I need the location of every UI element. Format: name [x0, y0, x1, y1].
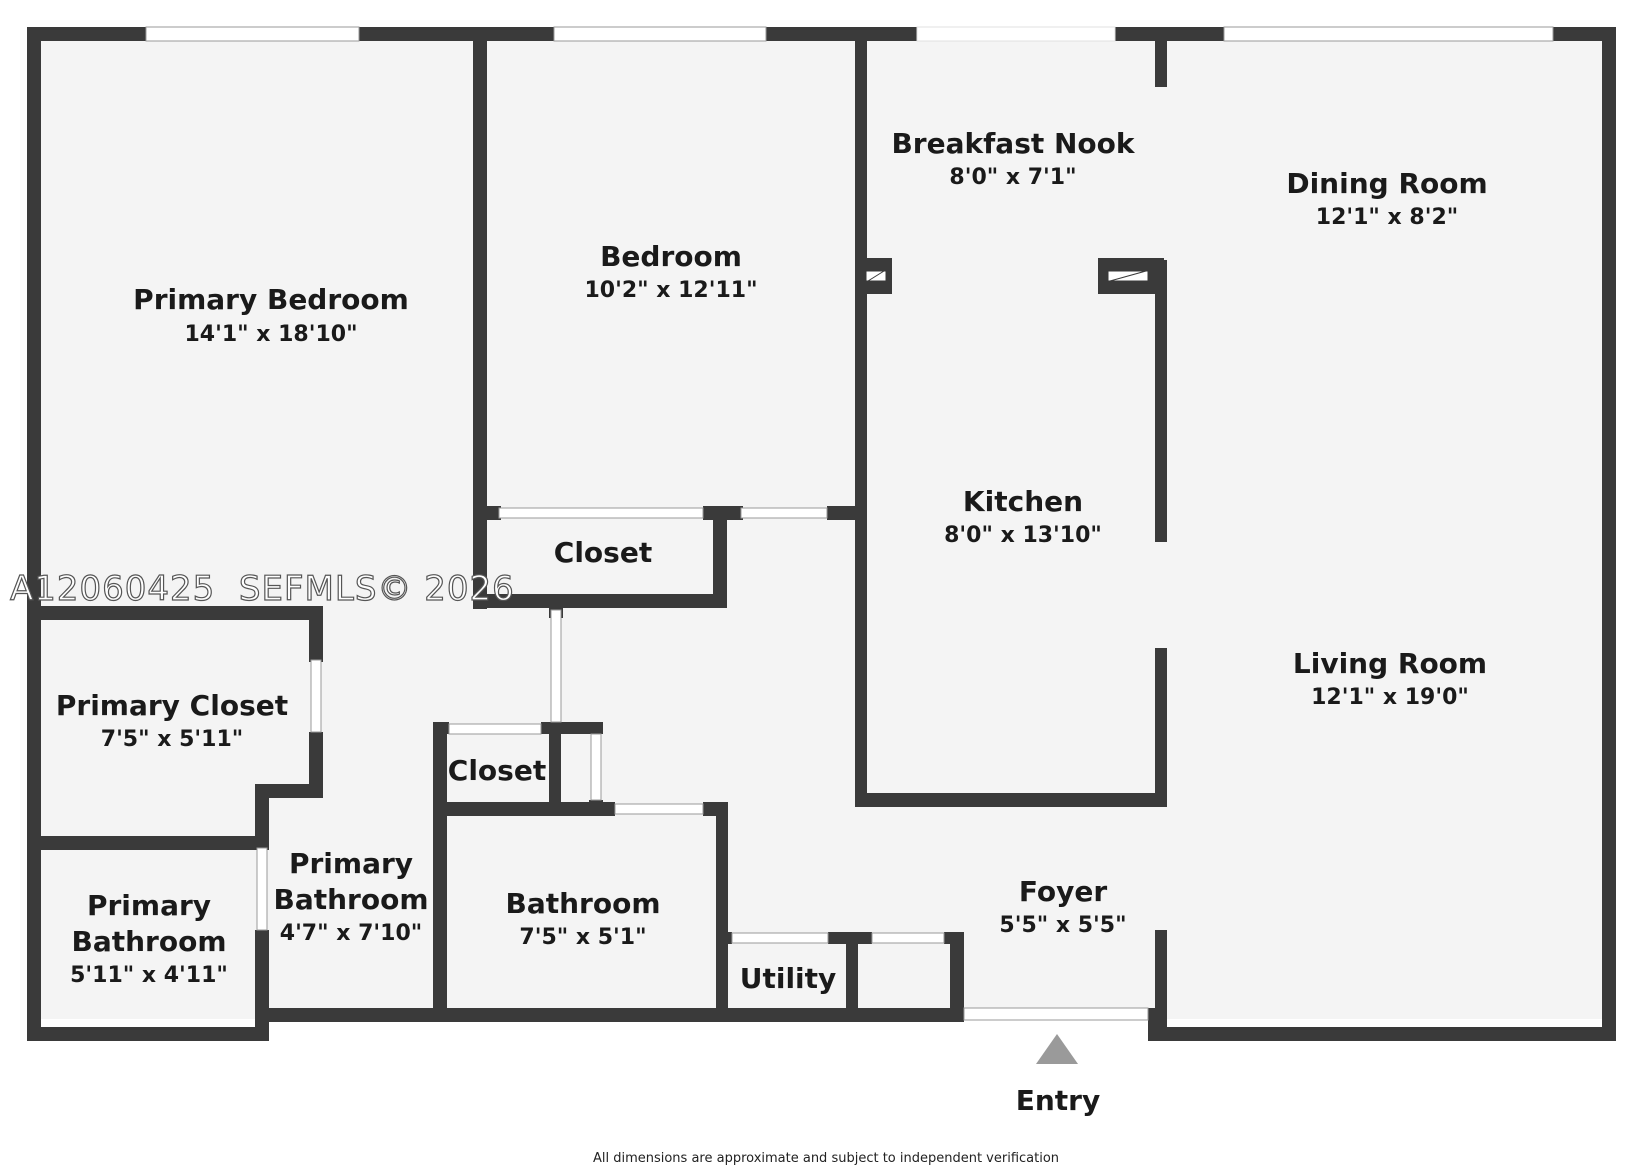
wall-cl-top-a [433, 722, 449, 734]
room-dims-bathroom: 7'5" x 5'1" [519, 925, 646, 950]
room-dims-living-room: 12'1" x 19'0" [1311, 685, 1469, 710]
room-name-breakfast-nook: Breakfast Nook [891, 127, 1135, 160]
wall-ut-top-a [716, 932, 732, 944]
wall-right [1602, 27, 1616, 1041]
wall-foyer-right [1155, 930, 1167, 1041]
wall-pc-top [27, 606, 323, 620]
room-name-primary-bathroom-a-line2: Bathroom [273, 883, 428, 916]
wall-pba-left [255, 930, 269, 1041]
wall-closet-right [713, 506, 727, 606]
room-labels: Primary Bedroom 14'1" x 18'10" Bedroom 1… [56, 127, 1488, 995]
column-right-hatch-line [1109, 270, 1147, 282]
wall-kitchen-right-b [1155, 648, 1167, 807]
wall-top [27, 27, 1616, 41]
room-dims-primary-bathroom-b: 5'11" x 4'11" [70, 963, 228, 988]
closet-floor [490, 512, 718, 598]
room-name-closet-lower: Closet [448, 754, 546, 787]
wall-pc-right-b [309, 732, 323, 798]
wall-bottom-mid [262, 1008, 964, 1022]
wall-closet-bottom [473, 594, 727, 608]
wall-pb-bed [473, 27, 487, 609]
window-bedroom [553, 26, 767, 42]
room-name-primary-bathroom-a-line1: Primary [289, 847, 413, 880]
room-name-primary-bathroom-b-line2: Bathroom [71, 925, 226, 958]
door-primary-bath [256, 847, 268, 931]
entry-label: Entry [1016, 1084, 1101, 1117]
wall-pc-step [255, 784, 323, 798]
door-bathroom [614, 803, 704, 815]
room-name-bedroom: Bedroom [600, 240, 742, 273]
room-dims-primary-bathroom-a: 4'7" x 7'10" [280, 921, 422, 946]
wall-cl-right [549, 722, 561, 814]
door-utility-b [871, 932, 945, 944]
wall-left [27, 27, 41, 1041]
wall-bed-bottom-a [473, 506, 501, 520]
door-primary-closet [310, 659, 322, 733]
wall-kitchen-right-a [1155, 260, 1167, 542]
column-left-hatch-line [867, 270, 885, 282]
windows [145, 26, 1554, 1021]
wall-bath-right [716, 802, 728, 1022]
door-closet-lower-side [590, 733, 602, 801]
room-dims-bedroom: 10'2" x 12'11" [584, 278, 757, 303]
wall-bed-nook [855, 27, 867, 805]
room-name-primary-bedroom: Primary Bedroom [133, 283, 409, 316]
room-name-utility: Utility [740, 962, 837, 995]
room-dims-primary-closet: 7'5" x 5'11" [101, 727, 243, 752]
door-closet-upper-a [498, 507, 704, 519]
wall-nook-stub [1155, 27, 1167, 87]
room-name-living-room: Living Room [1293, 647, 1487, 680]
window-primary-bedroom [145, 26, 360, 42]
wall-cl-stub [589, 722, 603, 734]
room-name-primary-bathroom-b-line1: Primary [87, 889, 211, 922]
floor-area [34, 34, 1608, 1019]
room-dims-kitchen: 8'0" x 13'10" [944, 523, 1102, 548]
room-name-closet-upper: Closet [554, 536, 652, 569]
wall-bottom-right [1158, 1027, 1616, 1041]
room-name-foyer: Foyer [1019, 875, 1107, 908]
disclaimer: All dimensions are approximate and subje… [593, 1151, 1059, 1166]
wall-bath-top-a [433, 802, 615, 816]
wall-bed-bottom-c [827, 506, 867, 520]
room-name-primary-closet: Primary Closet [56, 689, 288, 722]
room-dims-breakfast-nook: 8'0" x 7'1" [949, 165, 1076, 190]
window-dining [1223, 26, 1554, 42]
window-nook [916, 26, 1116, 42]
door-hall-closet [550, 609, 562, 723]
room-dims-dining-room: 12'1" x 8'2" [1316, 205, 1458, 230]
wall-ut-mid [846, 932, 858, 1022]
walls [27, 27, 1616, 1041]
wall-cl-left [433, 722, 447, 1022]
watermark: A12060425 SEFMLS© 2026 [10, 569, 515, 609]
door-closet-upper-b [740, 507, 828, 519]
room-name-bathroom: Bathroom [505, 887, 660, 920]
door-closet-lower [448, 723, 542, 735]
wall-kitchen-bottom [855, 793, 1167, 807]
room-name-kitchen: Kitchen [963, 485, 1083, 518]
wall-pc-step-down [255, 784, 269, 840]
room-dims-foyer: 5'5" x 5'5" [999, 913, 1126, 938]
room-name-dining-room: Dining Room [1286, 167, 1487, 200]
entry-arrow-icon [1036, 1034, 1078, 1064]
door-utility-a [731, 932, 829, 944]
wall-pc-bottom [27, 836, 269, 850]
door-entry [963, 1007, 1149, 1021]
wall-pc-right-a [309, 606, 323, 662]
wall-bottom-left [27, 1027, 269, 1041]
wall-ut-right [950, 932, 964, 1022]
room-dims-primary-bedroom: 14'1" x 18'10" [184, 322, 357, 347]
